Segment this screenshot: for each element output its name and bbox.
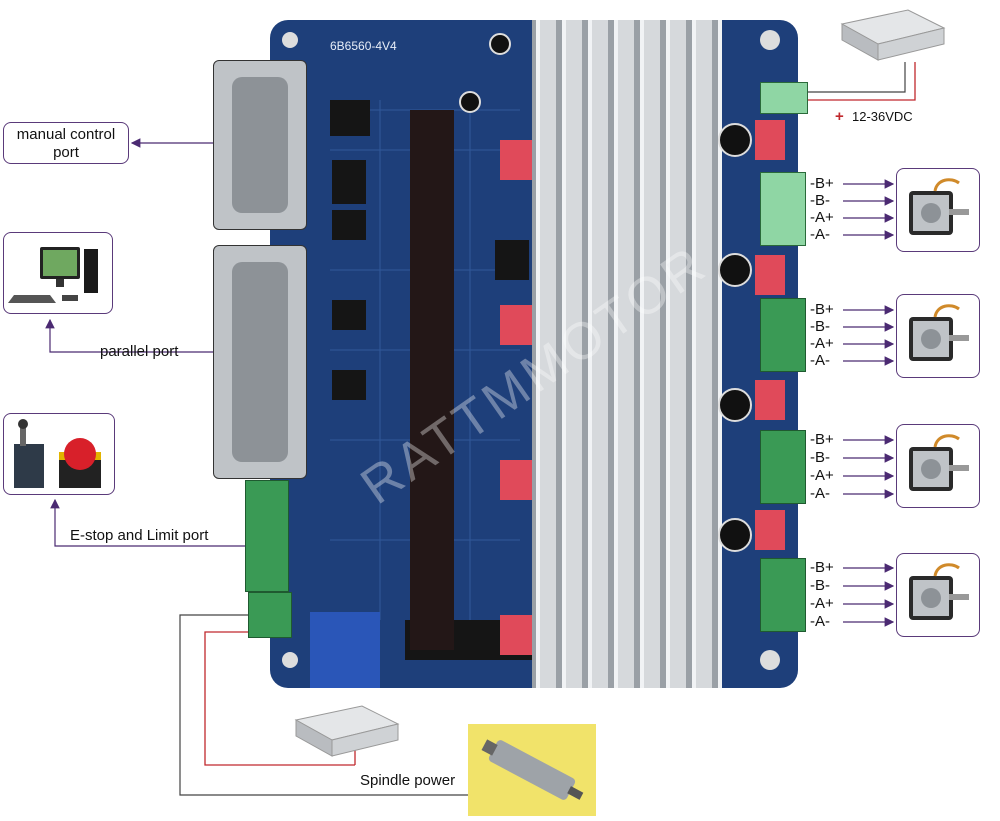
motor1-pin-2: -B- xyxy=(810,192,830,209)
estop-terminal-block xyxy=(245,480,289,592)
motor-terminal-2 xyxy=(760,298,806,372)
motor-terminal-4 xyxy=(760,558,806,632)
pc-box xyxy=(3,232,113,314)
power-voltage-label: 12-36VDC xyxy=(852,109,913,124)
power-wire-red xyxy=(808,62,916,101)
stepper-motor-icon xyxy=(909,563,969,620)
stepper-motor-1-box xyxy=(896,168,980,252)
db15-connector xyxy=(213,60,307,230)
motor1-pin-4: -A- xyxy=(810,226,830,243)
board-model-label: 6B6560-4V4 xyxy=(330,39,397,53)
computer-icon xyxy=(8,247,98,303)
controller-board: 6B6560-4V4 RATTMMOTOR xyxy=(270,20,798,688)
motor-terminal-1 xyxy=(760,172,806,246)
motor4-pin-1: -B+ xyxy=(810,559,834,576)
stepper-motor-4-box xyxy=(896,553,980,637)
stepper-motor-icon xyxy=(909,304,969,361)
power-wire-black xyxy=(808,62,906,93)
spindle-motor-box xyxy=(468,724,596,816)
motor4-pin-4: -A- xyxy=(810,613,830,630)
manual-control-label-line1: manual control xyxy=(16,126,116,143)
stepper-motor-3-box xyxy=(896,424,980,508)
spindle-power-supply-icon xyxy=(294,705,400,757)
parallel-port-arrow xyxy=(45,318,213,353)
spindle-power-label: Spindle power xyxy=(360,772,456,789)
spindle-wire-black xyxy=(179,614,468,796)
motor-arrows xyxy=(843,179,895,627)
power-plus-label: + xyxy=(835,108,844,125)
spindle-terminal-block xyxy=(248,592,292,638)
motor2-pin-4: -A- xyxy=(810,352,830,369)
motor3-pin-3: -A+ xyxy=(810,467,834,484)
motor1-pin-3: -A+ xyxy=(810,209,834,226)
motor4-pin-3: -A+ xyxy=(810,595,834,612)
motor1-pin-1: -B+ xyxy=(810,175,834,192)
manual-control-box: manual control port xyxy=(3,122,129,164)
spindle-motor-icon xyxy=(481,739,584,800)
parallel-port-label: parallel port xyxy=(100,343,179,360)
spindle-wire-red xyxy=(204,631,355,766)
motor3-pin-1: -B+ xyxy=(810,431,834,448)
estop-limit-label: E-stop and Limit port xyxy=(70,527,209,544)
motor-terminal-3 xyxy=(760,430,806,504)
power-supply-icon xyxy=(840,9,946,61)
stepper-motor-icon xyxy=(909,434,969,491)
estop-box xyxy=(3,413,115,495)
stepper-motor-2-box xyxy=(896,294,980,378)
motor3-pin-4: -A- xyxy=(810,485,830,502)
motor2-pin-3: -A+ xyxy=(810,335,834,352)
manual-control-label-line2: port xyxy=(53,144,79,161)
motor4-pin-2: -B- xyxy=(810,577,830,594)
motor2-pin-2: -B- xyxy=(810,318,830,335)
motor3-pin-2: -B- xyxy=(810,449,830,466)
stepper-motor-icon xyxy=(909,178,969,235)
power-input-terminal xyxy=(760,82,808,114)
db25-connector xyxy=(213,245,307,479)
estop-arrow xyxy=(50,498,245,547)
motor2-pin-1: -B+ xyxy=(810,301,834,318)
emergency-stop-icon xyxy=(14,419,101,488)
